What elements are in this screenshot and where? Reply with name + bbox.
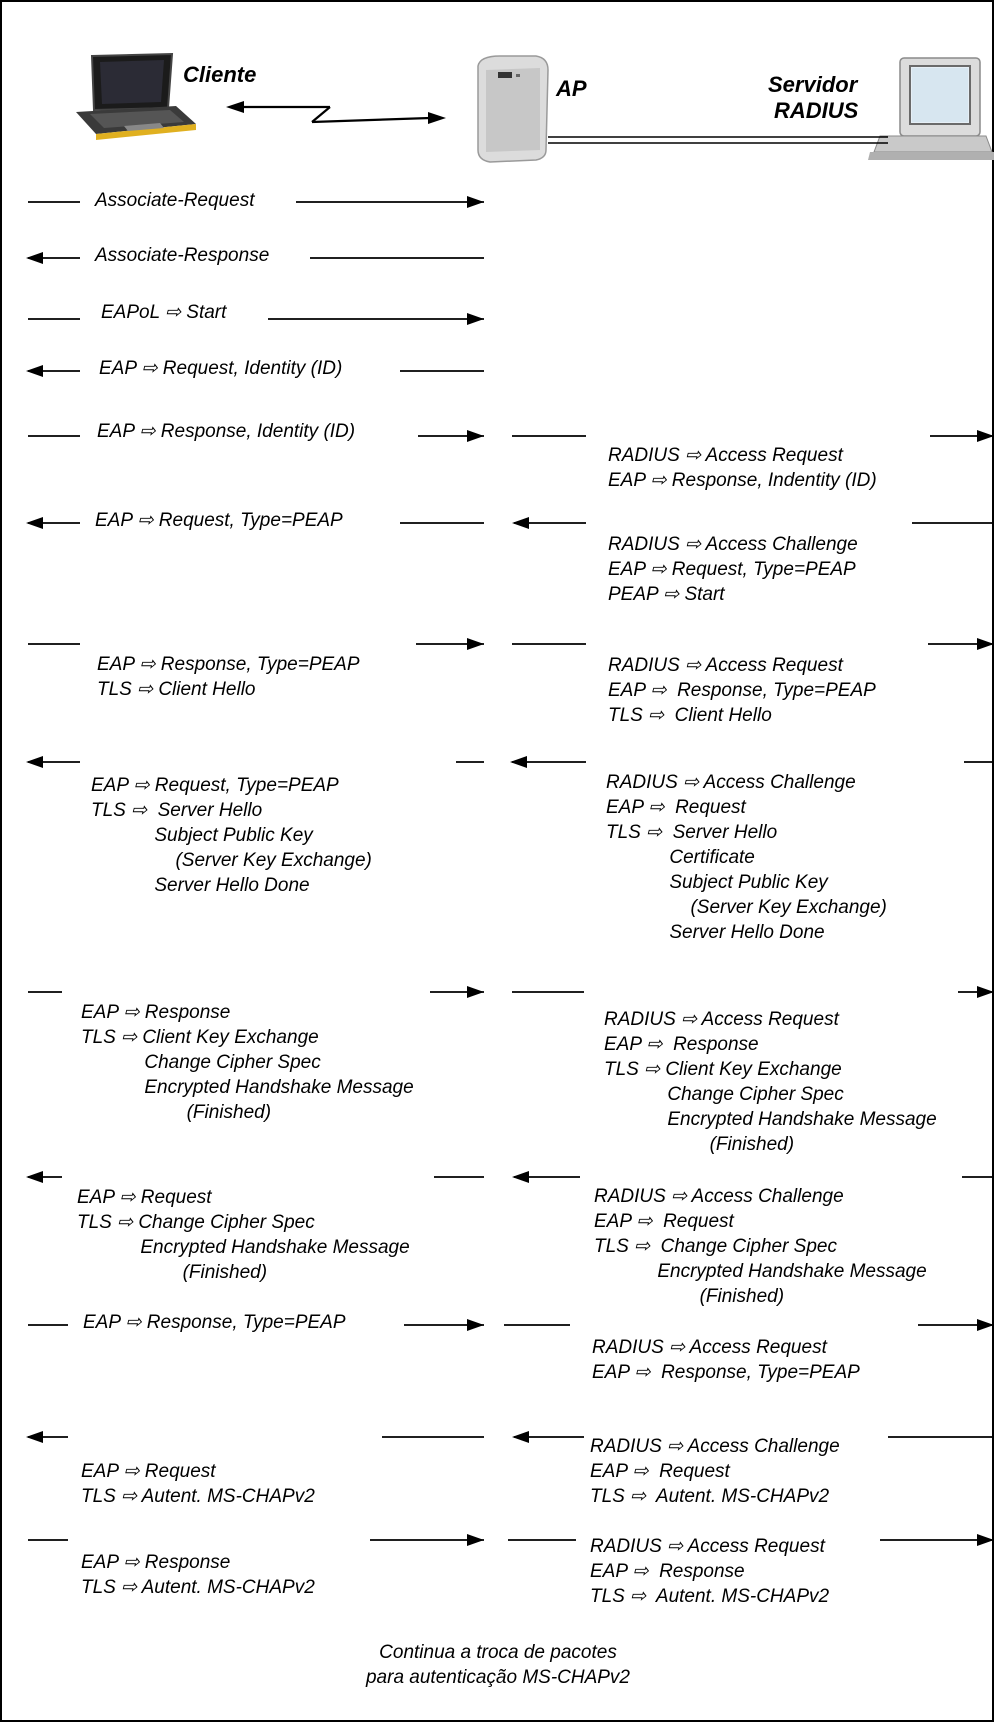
client-arrow-head-5 xyxy=(26,517,43,529)
ap-label: AP xyxy=(556,76,587,101)
client-arrow-head-8 xyxy=(467,986,484,998)
client-arrow-head-9 xyxy=(26,1171,43,1183)
server-label-line1: Servidor xyxy=(768,72,858,97)
server-computer-icon xyxy=(868,57,994,160)
client-arrow-head-3 xyxy=(26,365,43,377)
client-arrow-head-7 xyxy=(26,756,43,768)
server-arrow-head-6 xyxy=(977,1319,994,1331)
server-label-line2: RADIUS xyxy=(774,98,859,123)
msg-eapol-start: EAPoL ⇨ Start xyxy=(101,302,227,323)
server-arrow-head-2 xyxy=(977,638,994,650)
server-arrow-head-7 xyxy=(512,1431,529,1443)
server-arrow-head-8 xyxy=(977,1534,994,1546)
client-arrow-head-1 xyxy=(26,252,43,264)
client-arrow-head-0 xyxy=(467,196,484,208)
server-arrow-head-3 xyxy=(510,756,527,768)
client-arrow-head-4 xyxy=(467,430,484,442)
msg-associate-request: Associate-Request xyxy=(95,190,255,211)
msg-eap-response-identity: EAP ⇨ Response, Identity (ID) xyxy=(97,421,356,442)
access-point-icon xyxy=(477,55,549,163)
wired-link xyxy=(548,136,888,144)
server-arrow-head-4 xyxy=(977,986,994,998)
msg-eap-response-peap-2: EAP ⇨ Response, Type=PEAP xyxy=(83,1312,346,1333)
laptop-icon xyxy=(76,52,196,140)
msg-eap-request-identity: EAP ⇨ Request, Identity (ID) xyxy=(99,358,343,379)
client-arrow-head-12 xyxy=(467,1534,484,1546)
server-arrow-head-1 xyxy=(512,517,529,529)
devices-illustration xyxy=(76,52,994,163)
client-arrow-head-2 xyxy=(467,313,484,325)
client-arrow-head-11 xyxy=(26,1431,43,1443)
msg-eap-request-peap: EAP ⇨ Request, Type=PEAP xyxy=(95,510,343,531)
client-arrow-head-6 xyxy=(467,638,484,650)
server-arrow-head-0 xyxy=(977,430,994,442)
client-arrow-head-10 xyxy=(467,1319,484,1331)
server-arrow-head-5 xyxy=(512,1171,529,1183)
wireless-link xyxy=(226,101,446,124)
msg-associate-response: Associate-Response xyxy=(95,245,270,266)
client-label: Cliente xyxy=(183,62,257,87)
